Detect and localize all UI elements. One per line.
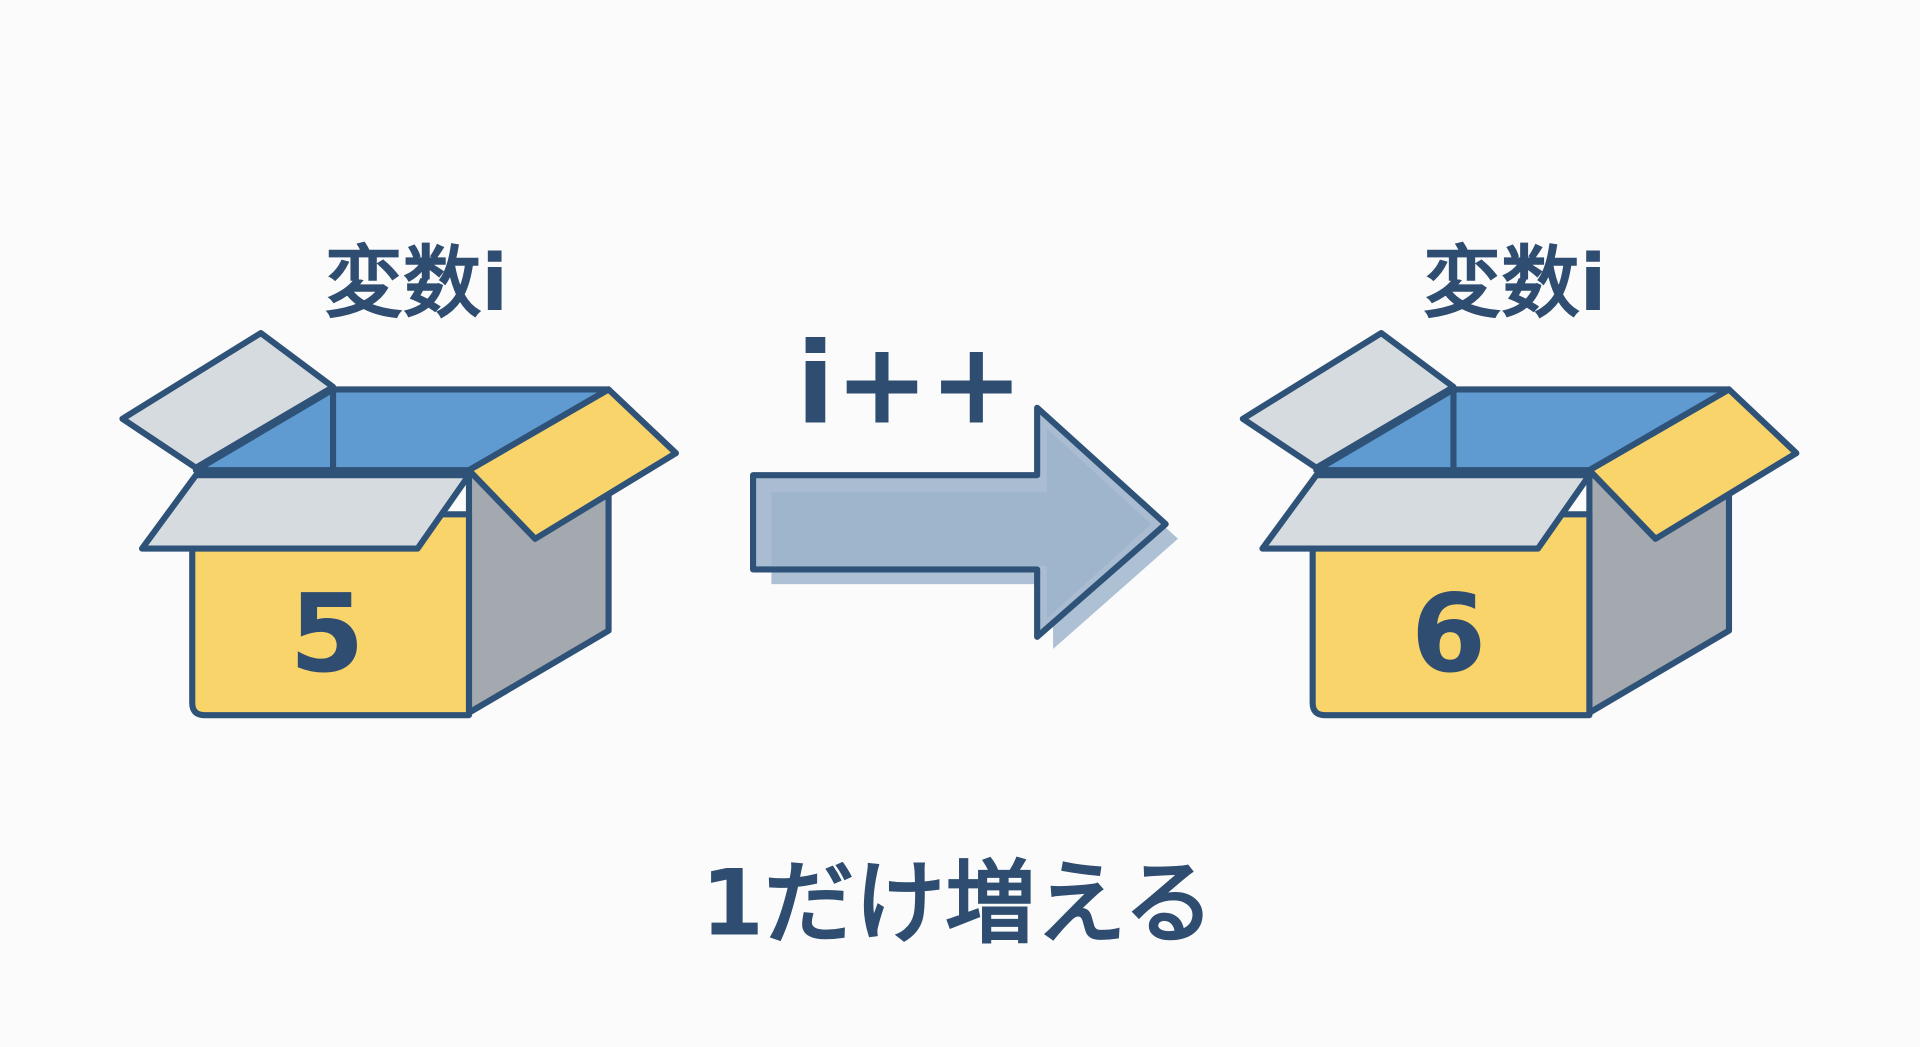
caption: 1だけ増える — [701, 851, 1214, 956]
increment-arrow: i++ — [750, 317, 1178, 650]
left-box-value: 5 — [289, 572, 364, 697]
right-box: 変数i 6 — [1243, 238, 1796, 715]
right-box-label: 変数i — [1423, 238, 1607, 329]
right-box-value: 6 — [1411, 572, 1486, 697]
left-box: 変数i 5 — [122, 238, 675, 715]
operation-label: i++ — [796, 317, 1023, 449]
left-box-label: 変数i — [325, 238, 509, 329]
